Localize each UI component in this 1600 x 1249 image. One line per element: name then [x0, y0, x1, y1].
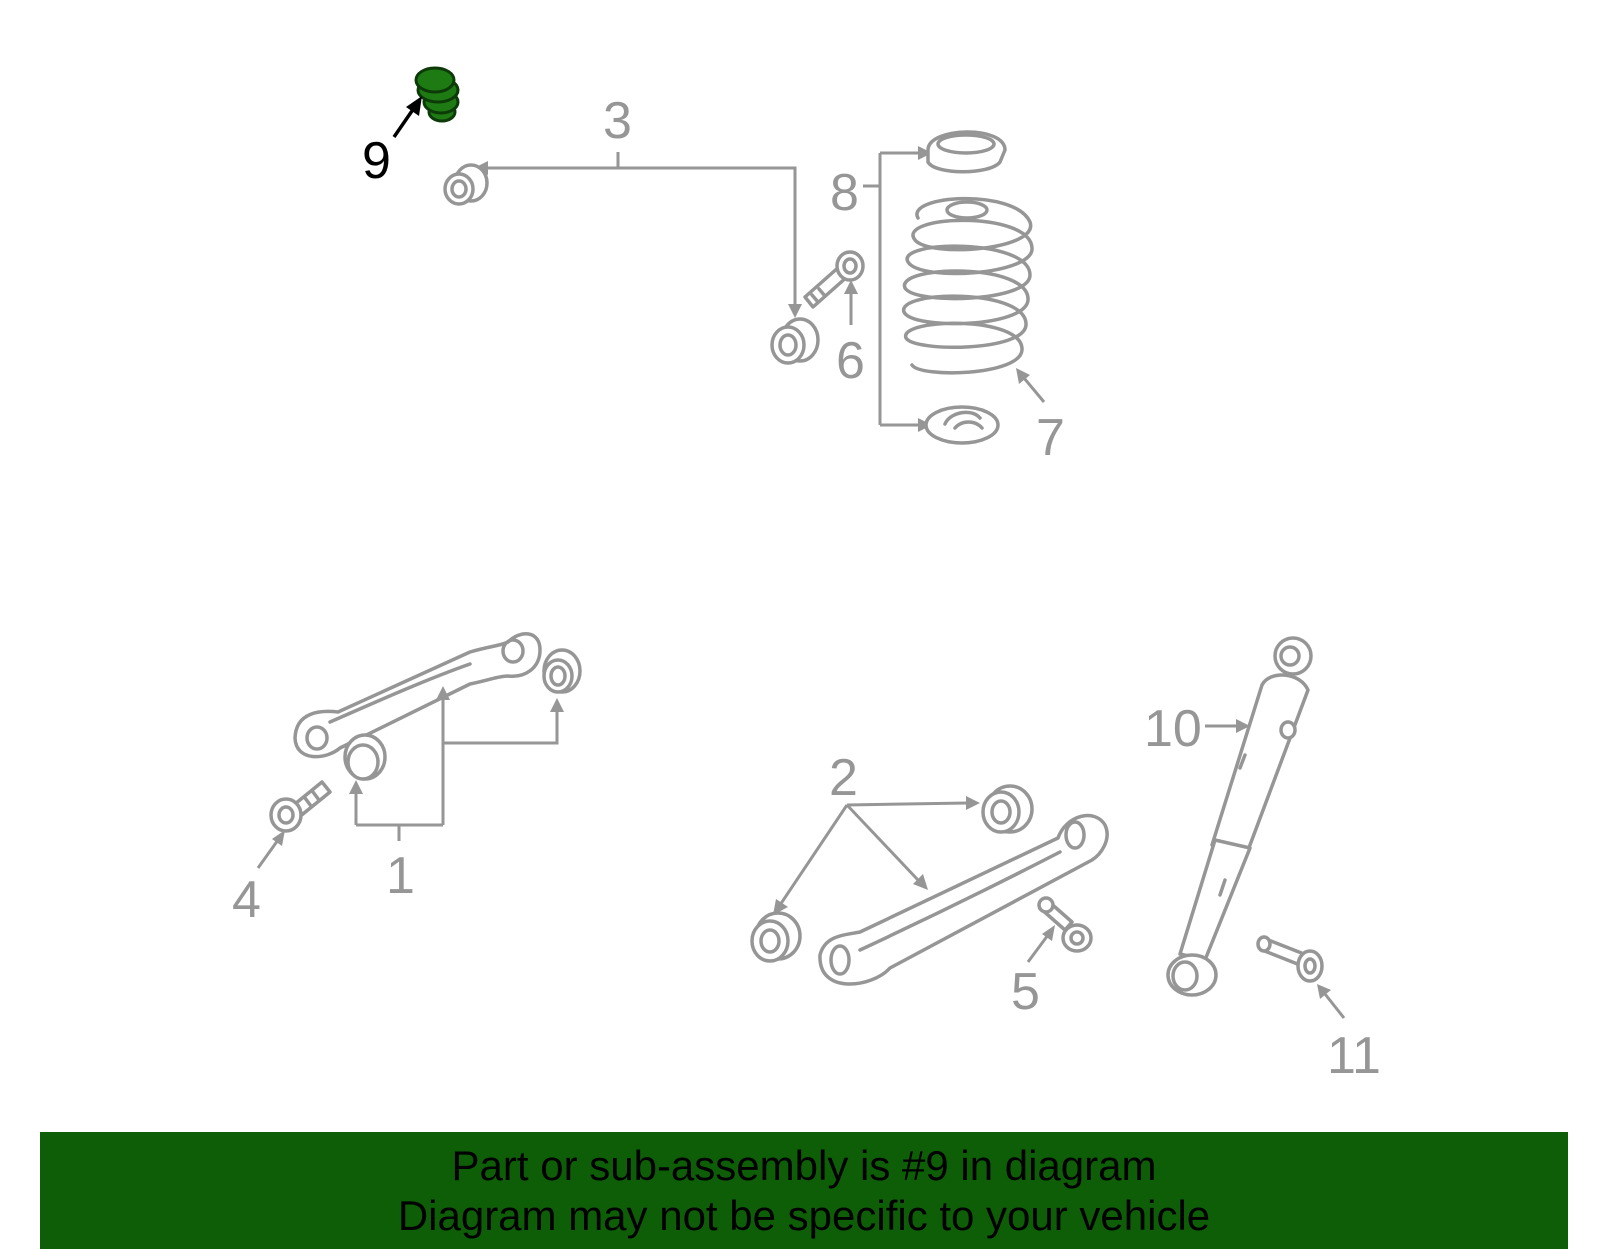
part-8-lower-insulator[interactable]	[924, 405, 1000, 445]
callout-2[interactable]: 2	[829, 749, 858, 807]
arrowhead-4	[272, 830, 285, 846]
arrowhead-8a	[918, 146, 932, 160]
part-4-bolt[interactable]	[269, 780, 332, 833]
part-1-bushing-left[interactable]	[343, 733, 387, 781]
part-3-bushing-upper[interactable]	[443, 163, 489, 206]
arrowhead-2b	[773, 899, 788, 915]
part-3-bushing-lower[interactable]	[770, 317, 820, 365]
part-2-lower-arm[interactable]	[818, 813, 1109, 986]
leader-3	[480, 152, 797, 305]
arrowhead-3b	[788, 304, 802, 318]
callout-5[interactable]: 5	[1011, 963, 1040, 1021]
callout-11[interactable]: 11	[1327, 1027, 1381, 1085]
arrowhead-1c	[550, 698, 564, 712]
part-1-upper-arm[interactable]	[293, 632, 542, 759]
arrowhead-5	[1042, 925, 1055, 941]
part-11-bolt[interactable]	[1256, 935, 1324, 983]
part-7-coil-spring[interactable]	[902, 196, 1034, 375]
part-8-upper-insulator[interactable]	[926, 130, 1007, 174]
leader-9	[392, 107, 416, 138]
callout-7[interactable]: 7	[1036, 409, 1065, 467]
arrowhead-1a	[349, 780, 363, 794]
part-1-bushing-right[interactable]	[542, 648, 582, 694]
part-2-bushing-right[interactable]	[981, 784, 1034, 834]
part-10-shock-absorber[interactable]	[1166, 636, 1313, 997]
leader-11	[1323, 993, 1346, 1019]
part-5-bolt[interactable]	[1037, 896, 1093, 953]
leader-4	[256, 839, 280, 869]
callout-8[interactable]: 8	[830, 164, 859, 222]
callout-3[interactable]: 3	[603, 92, 632, 150]
part-6-bolt[interactable]	[803, 250, 865, 309]
banner-line-disclaimer: Diagram may not be specific to your vehi…	[397, 1192, 1211, 1239]
leader-5	[1026, 934, 1050, 963]
leader-1	[354, 700, 559, 841]
arrowhead-6	[844, 280, 858, 294]
arrowhead-7	[1016, 368, 1030, 384]
arrowhead-1b	[436, 686, 450, 700]
leader-8	[863, 151, 922, 427]
callout-1[interactable]: 1	[386, 847, 415, 905]
callout-4[interactable]: 4	[232, 871, 261, 929]
leader-2	[778, 801, 969, 906]
arrowhead-11	[1317, 984, 1331, 999]
callout-10[interactable]: 10	[1144, 700, 1202, 758]
banner-line-part: Part or sub-assembly is #9 in diagram	[451, 1142, 1157, 1189]
arrowhead-9	[406, 96, 422, 116]
part-9-bump-stop[interactable]	[414, 66, 460, 123]
part-2-bushing-left[interactable]	[750, 911, 802, 963]
info-banner: Part or sub-assembly is #9 in diagram Di…	[40, 1132, 1568, 1249]
leader-7	[1022, 377, 1046, 403]
arrowhead-2c	[913, 874, 928, 890]
callout-9[interactable]: 9	[362, 132, 391, 190]
callout-6[interactable]: 6	[836, 332, 865, 390]
arrowhead-10	[1236, 719, 1250, 733]
arrowhead-2a	[966, 796, 980, 810]
